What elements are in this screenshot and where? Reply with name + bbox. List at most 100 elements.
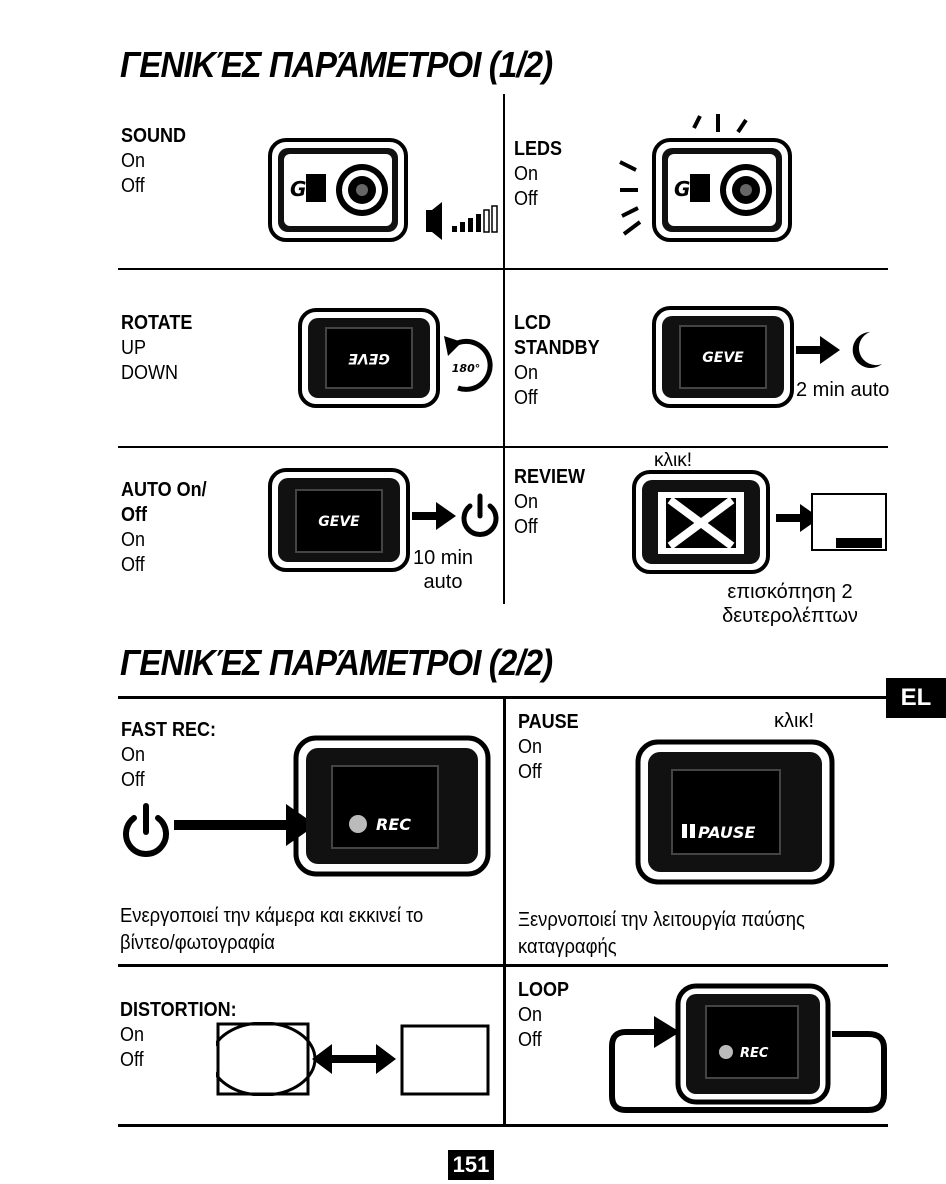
camera-back-icon [632,470,770,574]
leds-label: LEDS [514,138,563,160]
fast-rec-description-line1: Ενεργοποιεί την κάμερα και εκκινεί το [120,905,424,927]
divider-row-1 [118,268,888,270]
loop-label: LOOP [518,979,570,1001]
pause-description-line1: Ξενρνοποιεί την λειτουργία παύσης [518,909,805,931]
fast-rec-illustration: REC [123,735,491,877]
fast-rec-option-on: On [121,744,146,766]
rotate-option-down: DOWN [121,362,178,384]
leds-illustration: G [619,114,792,242]
sound-label: SOUND [121,125,187,147]
moon-icon [852,332,882,368]
lcd-standby-section: LCD STANDBY On Off [514,311,600,411]
divider-top-2 [118,696,888,699]
loop-illustration: REC [609,983,887,1113]
rotate-screen-text: GEVE [348,350,390,366]
fast-rec-section: FAST REC: On Off [121,718,216,793]
fast-rec-label: FAST REC: [121,719,217,741]
auto-off-caption: 10 min auto [408,546,478,594]
rotate-degree-badge: 180° [452,362,480,375]
title-part1: ΓΕΝΙΚΈΣ ΠΑΡΆΜΕΤΡΟΙ (1/2) [120,44,553,85]
camera-back-icon [652,306,794,408]
fast-rec-screen-text: REC [376,815,411,834]
pause-description: Ξενρνοποιεί την λειτουργία παύσης καταγρ… [518,907,805,961]
rotate-illustration: GEVE 180° [298,308,493,408]
arrow-right-icon [412,502,456,530]
rotate-label: ROTATE [121,312,193,334]
distortion-illustration [216,1022,490,1096]
lcd-standby-option-off: Off [514,387,538,409]
auto-off-screen-text: GEVE [318,514,360,530]
auto-off-label-line2: Off [121,504,148,526]
pause-section: PAUSE On Off [518,710,579,785]
loop-screen-text: REC [740,1046,769,1061]
camera-back-icon [298,308,440,408]
rotate-section: ROTATE UP DOWN [121,311,192,386]
review-caption-line2: δευτερολέπτων [722,605,858,627]
page-number: 151 [448,1150,494,1180]
volume-icon [426,202,498,240]
fisheye-frame-icon [216,1022,317,1096]
camera-front-icon: G [652,138,792,242]
divider-row-2 [118,446,888,448]
divider-vertical-1 [503,94,505,604]
fast-rec-description: Ενεργοποιεί την κάμερα και εκκινεί το βί… [120,903,423,957]
leds-option-off: Off [514,188,538,210]
sound-illustration: G [268,138,498,242]
camera-back-icon [268,468,410,572]
distortion-option-on: On [120,1024,145,1046]
loop-option-off: Off [518,1029,542,1051]
led-light-rays-icon [619,114,748,236]
divider-bottom-2 [118,1124,888,1127]
pause-screen-text: PAUSE [698,823,755,842]
leds-section: LEDS On Off [514,137,562,212]
fast-rec-description-line2: βίντεο/φωτογραφία [120,932,275,954]
title-part2: ΓΕΝΙΚΈΣ ΠΑΡΆΜΕΤΡΟΙ (2/2) [120,642,553,683]
pause-option-on: On [518,736,543,758]
auto-off-caption-line1: 10 min [412,547,474,569]
review-click-label: κλικ! [654,450,692,471]
lcd-standby-screen-text: GEVE [702,350,744,366]
leds-option-on: On [514,163,539,185]
svg-text:G: G [290,177,306,201]
divider-row-3 [118,964,888,967]
review-option-off: Off [514,516,538,538]
auto-off-option-on: On [121,529,146,551]
auto-off-illustration: GEVE [268,468,499,572]
distortion-label: DISTORTION: [120,999,237,1021]
close-icon [667,496,735,550]
power-icon [461,493,499,537]
review-option-on: On [514,491,539,513]
review-illustration [632,470,887,574]
rotate-arrow-icon [444,336,493,392]
sound-option-on: On [121,150,146,172]
lcd-standby-label-line2: STANDBY [514,337,600,359]
loop-option-on: On [518,1004,543,1026]
double-arrow-icon [312,1044,396,1074]
review-label: REVIEW [514,466,586,488]
lcd-standby-label-line1: LCD [514,312,551,334]
divider-vertical-2 [503,698,506,1126]
auto-off-label-line1: AUTO On/ [121,479,207,501]
flat-frame-icon [400,1024,490,1096]
lcd-standby-option-on: On [514,362,539,384]
review-section: REVIEW On Off [514,465,585,540]
pause-label: PAUSE [518,711,579,733]
pause-illustration: PAUSE [635,739,835,885]
pause-icon [682,824,687,838]
review-caption-line1: επισκόπηση 2 [727,581,853,603]
rotate-option-up: UP [121,337,147,359]
auto-off-section: AUTO On/ Off On Off [121,478,207,578]
review-caption: επισκόπηση 2 δευτερολέπτων [710,580,870,628]
camera-back-icon [293,735,491,877]
arrow-right-icon [776,504,820,532]
lcd-standby-caption: 2 min auto [796,379,890,401]
arrow-right-icon [796,336,840,364]
auto-off-caption-line2: auto [423,571,463,593]
distortion-option-off: Off [120,1049,144,1071]
loop-section: LOOP On Off [518,978,569,1053]
pause-option-off: Off [518,761,542,783]
auto-off-option-off: Off [121,554,145,576]
loop-arrow-icon [609,1029,887,1113]
lcd-standby-illustration: GEVE [652,306,882,408]
svg-text:G: G [674,177,690,201]
